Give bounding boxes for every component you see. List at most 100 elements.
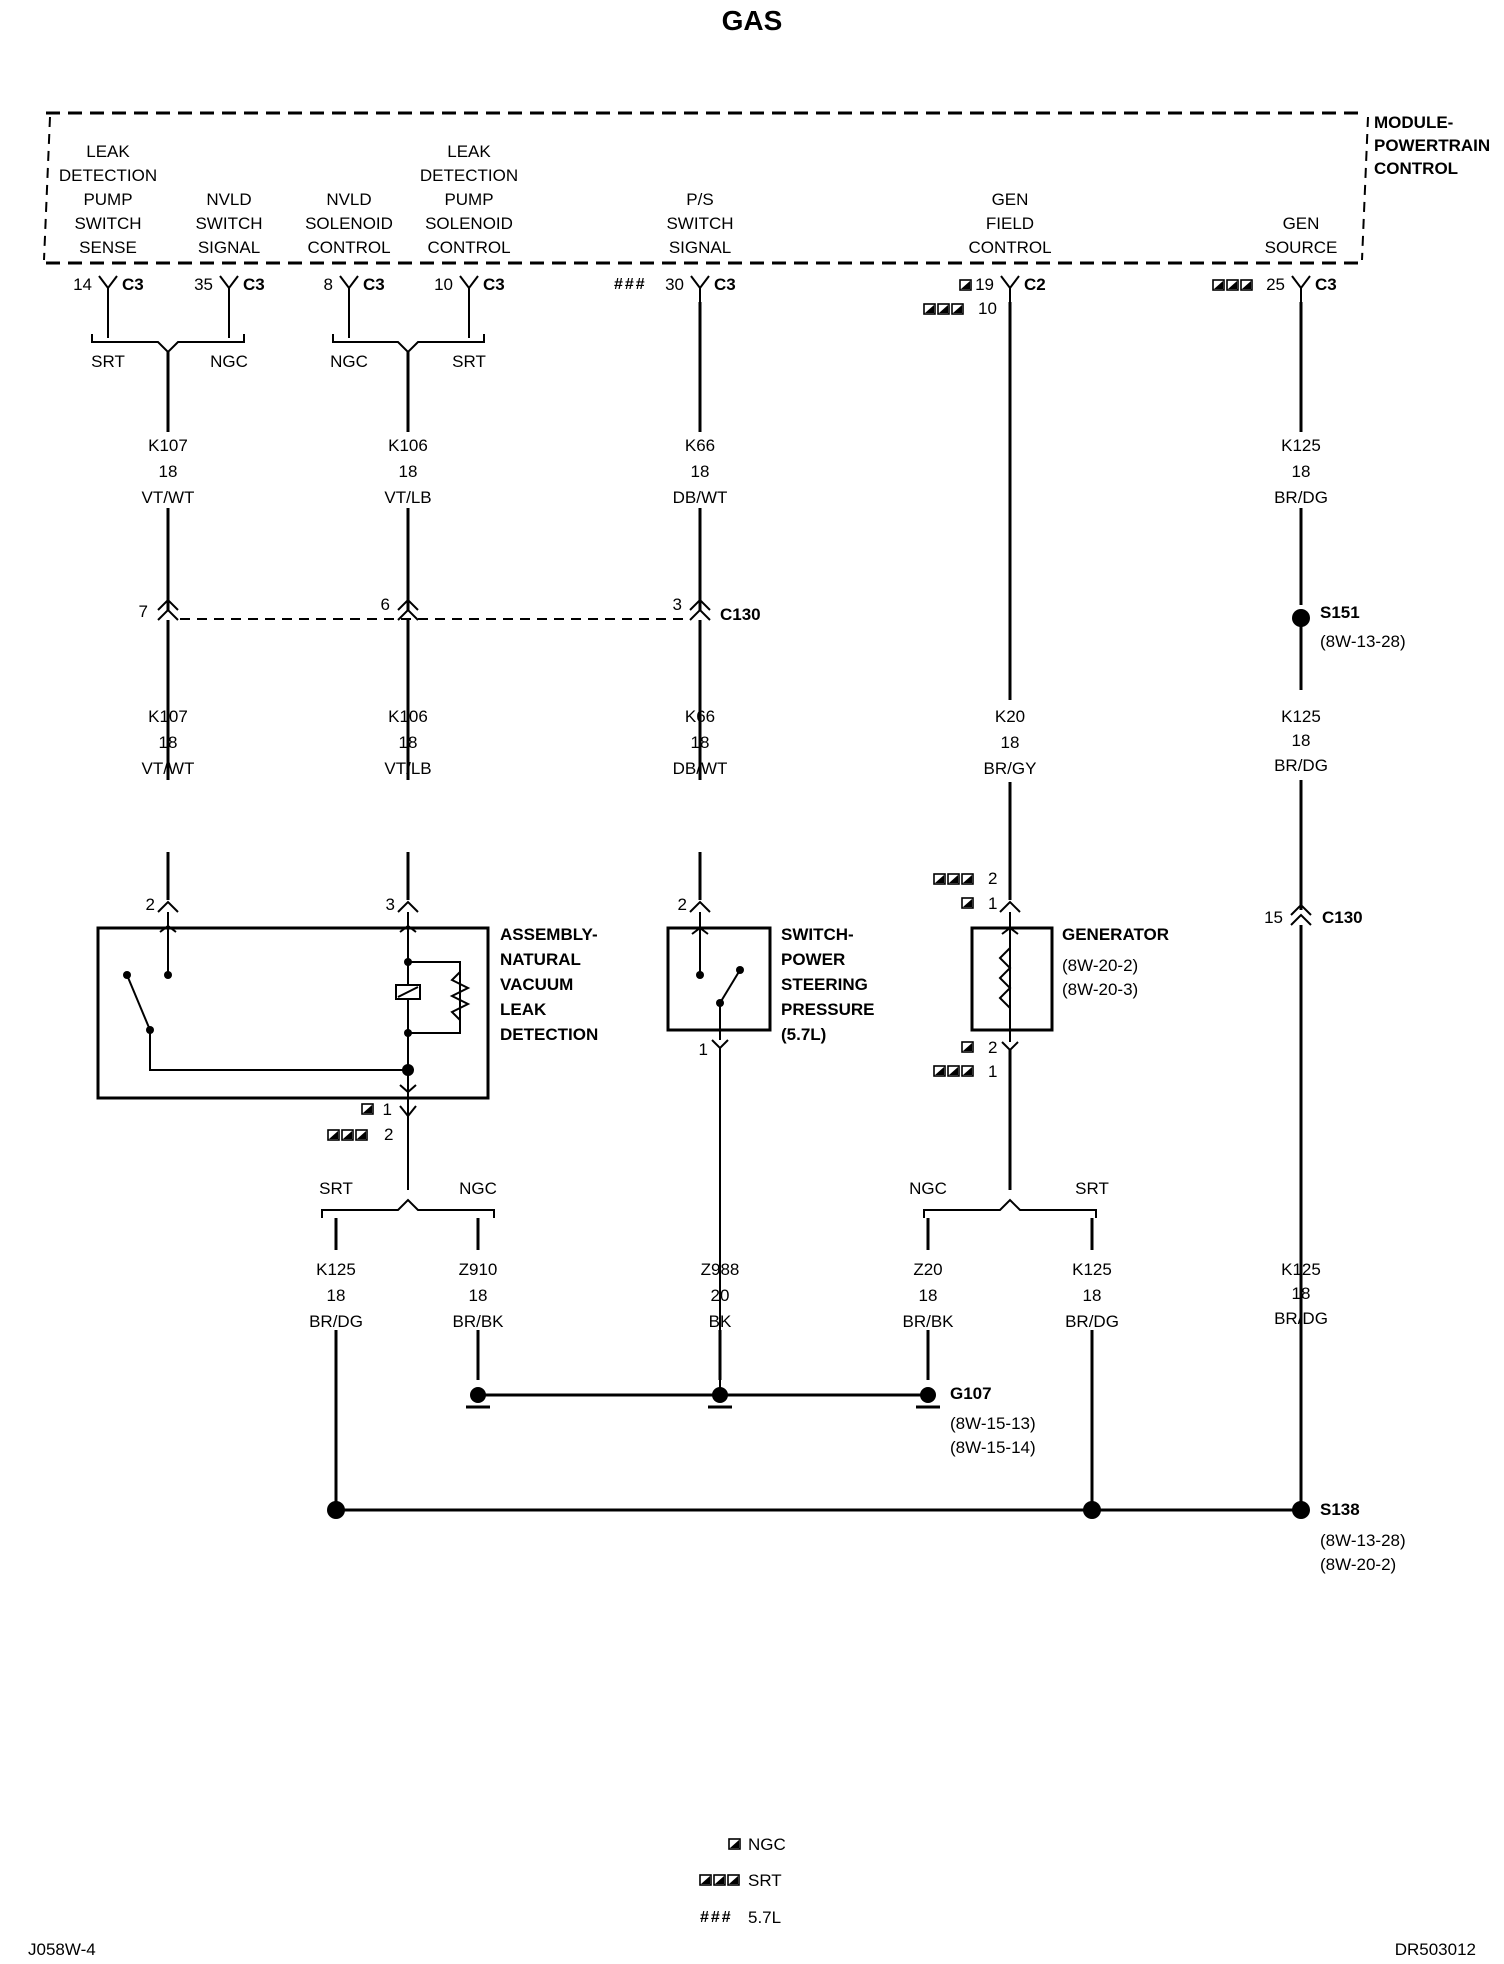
wire-color: BR/DG: [1274, 488, 1328, 507]
s138-label: S138: [1320, 1500, 1360, 1519]
generator-pin: 2: [988, 869, 997, 888]
srt-symbol: [923, 303, 964, 315]
c130-pin-15-symbol: [1290, 903, 1312, 926]
ngc-symbol: [728, 1838, 741, 1850]
wire-gauge: 20: [711, 1286, 730, 1305]
wire-id: Z910: [459, 1260, 498, 1279]
function-label: SOURCE: [1265, 238, 1338, 257]
pcm-function-leak-sense: LEAK DETECTION PUMP SWITCH SENSE: [59, 142, 157, 257]
module-label-1: MODULE-: [1374, 113, 1453, 132]
wire-color: BR/DG: [1274, 1309, 1328, 1328]
module-label-3: CONTROL: [1374, 159, 1458, 178]
function-label: SENSE: [79, 238, 137, 257]
function-label: CONTROL: [307, 238, 390, 257]
s151-label: S151: [1320, 603, 1360, 622]
pin-number: 30: [665, 275, 684, 294]
srt-symbol: [327, 1129, 368, 1141]
s138-splice: [327, 1501, 1310, 1519]
wire-id: Z988: [701, 1260, 740, 1279]
page-title: GAS: [722, 5, 783, 36]
wire-gauge: 18: [1001, 733, 1020, 752]
srt-symbol: [933, 873, 974, 885]
split-label-srt: SRT: [319, 1179, 353, 1198]
pcm-module-box: [43, 111, 1369, 265]
connector-name: C3: [714, 275, 736, 294]
wire-gauge: 18: [399, 462, 418, 481]
generator-label: GENERATOR: [1062, 925, 1169, 944]
s138-ref: (8W-20-2): [1320, 1555, 1396, 1574]
function-label: SIGNAL: [198, 238, 260, 257]
split-brackets-upper: [91, 302, 485, 354]
function-label: P/S: [686, 190, 713, 209]
legend: NGC SRT 5.7L: [699, 1835, 786, 1927]
wire-id: K125: [316, 1260, 356, 1279]
wire-id: K20: [995, 707, 1025, 726]
pcm-function-nvld-solenoid: NVLD SOLENOID CONTROL: [305, 190, 393, 257]
pin-number: 35: [194, 275, 213, 294]
wire-id: Z20: [913, 1260, 942, 1279]
function-label: DETECTION: [59, 166, 157, 185]
nvld-label-line: VACUUM: [500, 975, 573, 994]
split-brackets-lower: [321, 1050, 1097, 1218]
function-label: NVLD: [326, 190, 371, 209]
wire-gauge: 18: [327, 1286, 346, 1305]
pcm-function-gen-source: GEN SOURCE: [1265, 214, 1338, 257]
ps-switch-label-line: SWITCH-: [781, 925, 854, 944]
connector-name: C3: [363, 275, 385, 294]
legend-label: 5.7L: [748, 1908, 781, 1927]
footer-left-code: J058W-4: [28, 1940, 96, 1959]
c130-pin: 15: [1264, 908, 1283, 927]
c130-label: C130: [1322, 908, 1363, 927]
connector-name: C3: [122, 275, 144, 294]
pcm-pin-symbols: [98, 275, 1311, 302]
function-label: NVLD: [206, 190, 251, 209]
pin-number: 8: [324, 275, 333, 294]
wire-id: K66: [685, 436, 715, 455]
wire-gauge: 18: [159, 733, 178, 752]
c130-label: C130: [720, 605, 761, 624]
c130-pin: 6: [381, 595, 390, 614]
split-label-srt: SRT: [452, 352, 486, 371]
s138-ref: (8W-13-28): [1320, 1531, 1406, 1550]
pin-number: 10: [434, 275, 453, 294]
wire-gauge: 18: [1292, 731, 1311, 750]
function-label: CONTROL: [427, 238, 510, 257]
57l-symbol: [614, 276, 647, 293]
wire-color: BR/DG: [309, 1312, 363, 1331]
wire-gauge: 18: [1292, 1284, 1311, 1303]
wire-id: K66: [685, 707, 715, 726]
wire-runs-lower: [334, 1218, 1094, 1510]
connector-name: C3: [1315, 275, 1337, 294]
nvld-assembly: [96, 900, 490, 1100]
ps-switch-pin: 2: [678, 895, 687, 914]
function-label: SWITCH: [666, 214, 733, 233]
module-label-2: POWERTRAIN: [1374, 136, 1490, 155]
wire-id: K107: [148, 707, 188, 726]
nvld-pin: 2: [146, 895, 155, 914]
wire-labels-upper: K107 18 VT/WT K106 18 VT/LB K66 18 DB/WT…: [142, 436, 1328, 507]
nvld-pin: 2: [384, 1125, 393, 1144]
function-label: SIGNAL: [669, 238, 731, 257]
function-label: LEAK: [447, 142, 491, 161]
ps-switch-label-line: (5.7L): [781, 1025, 826, 1044]
srt-symbol: [699, 1874, 740, 1886]
pcm-function-leak-solenoid: LEAK DETECTION PUMP SOLENOID CONTROL: [420, 142, 518, 257]
function-label: FIELD: [986, 214, 1034, 233]
wire-labels-middle: K107 18 VT/WT K106 18 VT/LB K66 18 DB/WT…: [142, 707, 1328, 778]
generator-pin: 2: [988, 1038, 997, 1057]
g107-ref: (8W-15-14): [950, 1438, 1036, 1457]
c130-pin: 7: [139, 602, 148, 621]
wire-id: K106: [388, 707, 428, 726]
split-label-ngc: NGC: [459, 1179, 497, 1198]
nvld-label-line: DETECTION: [500, 1025, 598, 1044]
wire-color: VT/LB: [384, 759, 431, 778]
g107-ref: (8W-15-13): [950, 1414, 1036, 1433]
wire-color: BK: [709, 1312, 732, 1331]
srt-symbol: [933, 1065, 974, 1077]
wire-gauge: 18: [469, 1286, 488, 1305]
function-label: PUMP: [83, 190, 132, 209]
wire-color: DB/WT: [673, 759, 728, 778]
wire-color: BR/DG: [1065, 1312, 1119, 1331]
s151-ref: (8W-13-28): [1320, 632, 1406, 651]
